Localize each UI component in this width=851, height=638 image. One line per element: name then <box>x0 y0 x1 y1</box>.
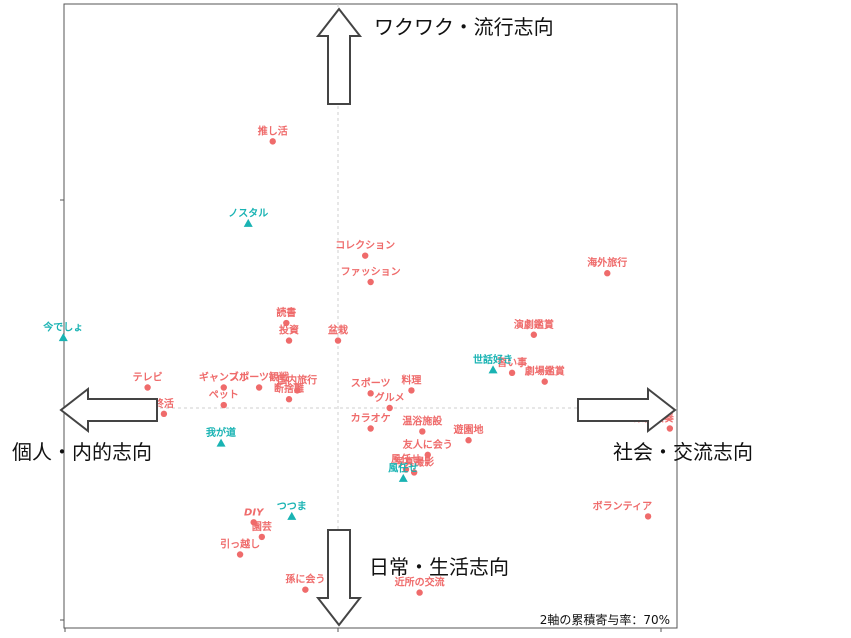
activity-point <box>408 387 415 394</box>
activity-point <box>160 410 168 418</box>
activity-point <box>220 384 227 391</box>
activity-point <box>362 252 369 259</box>
segment-label: 我が道 <box>206 426 236 439</box>
segment-point <box>58 333 68 342</box>
activity-label: 海外旅行 <box>587 256 627 269</box>
activity-point <box>530 331 538 338</box>
arrow-left <box>59 386 158 434</box>
activity-label: 遊園地 <box>454 423 484 436</box>
activity-label: ボランティア <box>593 499 652 512</box>
activity-label: カラオケ <box>351 413 391 425</box>
activity-label: ファッション <box>341 266 401 278</box>
activity-point <box>302 586 309 593</box>
direction-label-left: 個人・内的志向 <box>12 440 152 464</box>
direction-label-down: 日常・生活志向 <box>369 555 509 579</box>
activity-label: 引っ越し <box>220 538 260 551</box>
activity-point <box>419 428 426 435</box>
activity-point <box>144 384 151 391</box>
arrow-down <box>315 529 363 627</box>
activity-point <box>386 404 393 412</box>
segment-point <box>287 511 297 520</box>
contribution-note: 2軸の累積寄与率：70% <box>540 612 670 627</box>
activity-label: 盆栽 <box>327 324 348 337</box>
activity-point <box>402 466 410 473</box>
segment-label: ノスタル <box>228 207 268 219</box>
activity-label: 終活 <box>154 397 174 410</box>
activity-label: 投資 <box>279 324 299 337</box>
activity-label: 友人に会う <box>403 438 453 451</box>
activity-point <box>367 390 374 397</box>
activity-point <box>334 337 342 344</box>
activity-point <box>285 396 293 403</box>
activity-point <box>269 138 276 145</box>
direction-label-right: 社会・交流志向 <box>613 440 753 464</box>
activity-point <box>250 519 257 526</box>
activity-point <box>294 387 301 394</box>
activity-label: 近所の交流 <box>395 576 445 589</box>
activity-point <box>283 319 290 327</box>
activity-point <box>367 425 374 432</box>
activity-point <box>416 589 423 596</box>
activity-point <box>285 337 293 344</box>
activity-point <box>367 278 374 286</box>
activity-label: ギャンブル <box>199 370 249 383</box>
activity-label: 温浴施設 <box>402 414 443 427</box>
activity-label: コレクション <box>335 240 395 252</box>
activity-label: 園芸 <box>252 520 272 533</box>
activity-label: 孫に会う <box>285 573 325 586</box>
activity-label: 演劇鑑賞 <box>514 318 554 331</box>
activity-point <box>541 378 548 385</box>
segment-label: 世話好き <box>473 353 513 366</box>
activity-point <box>220 401 227 409</box>
activity-label: グルメ <box>375 391 405 404</box>
activity-label: 国内旅行 <box>277 373 317 386</box>
activity-point <box>644 513 652 520</box>
activity-label: スポーツ観戦 <box>229 370 290 383</box>
activity-point <box>508 369 516 377</box>
activity-label: 料理 <box>401 373 421 386</box>
segment-label: 今でしょ <box>42 321 83 334</box>
segment-point <box>488 365 498 374</box>
plot-frame <box>63 3 678 629</box>
segment-point <box>243 218 253 227</box>
activity-label: 劇場鑑賞 <box>525 365 565 378</box>
activity-label: 習い事 <box>497 356 527 369</box>
segment-label: 風任せ <box>388 461 418 474</box>
activity-label: ペット <box>209 389 239 401</box>
direction-label-up: ワクワク・流行志向 <box>374 15 554 39</box>
arrow-up <box>315 7 363 105</box>
activity-label: 読書 <box>276 306 296 319</box>
activity-label: 断捨離 <box>274 382 304 395</box>
segment-point <box>398 473 408 482</box>
activity-label: 風任せ <box>391 453 421 466</box>
activity-point <box>666 425 674 432</box>
activity-label: スポーツ <box>351 376 391 389</box>
activity-point <box>465 437 472 444</box>
activity-label: テレビ <box>133 370 163 383</box>
activity-label: DIY <box>244 507 265 518</box>
activity-point <box>258 533 266 541</box>
activity-point <box>424 451 431 459</box>
arrow-right <box>577 386 677 434</box>
activity-label: 推し活 <box>258 124 288 137</box>
segment-label: つつま <box>277 500 307 512</box>
activity-point <box>255 384 263 391</box>
activity-point <box>410 469 418 476</box>
activity-label: 写真撮影 <box>394 455 434 468</box>
activity-point <box>236 551 244 558</box>
activity-point <box>604 270 611 277</box>
segment-point <box>216 438 226 447</box>
